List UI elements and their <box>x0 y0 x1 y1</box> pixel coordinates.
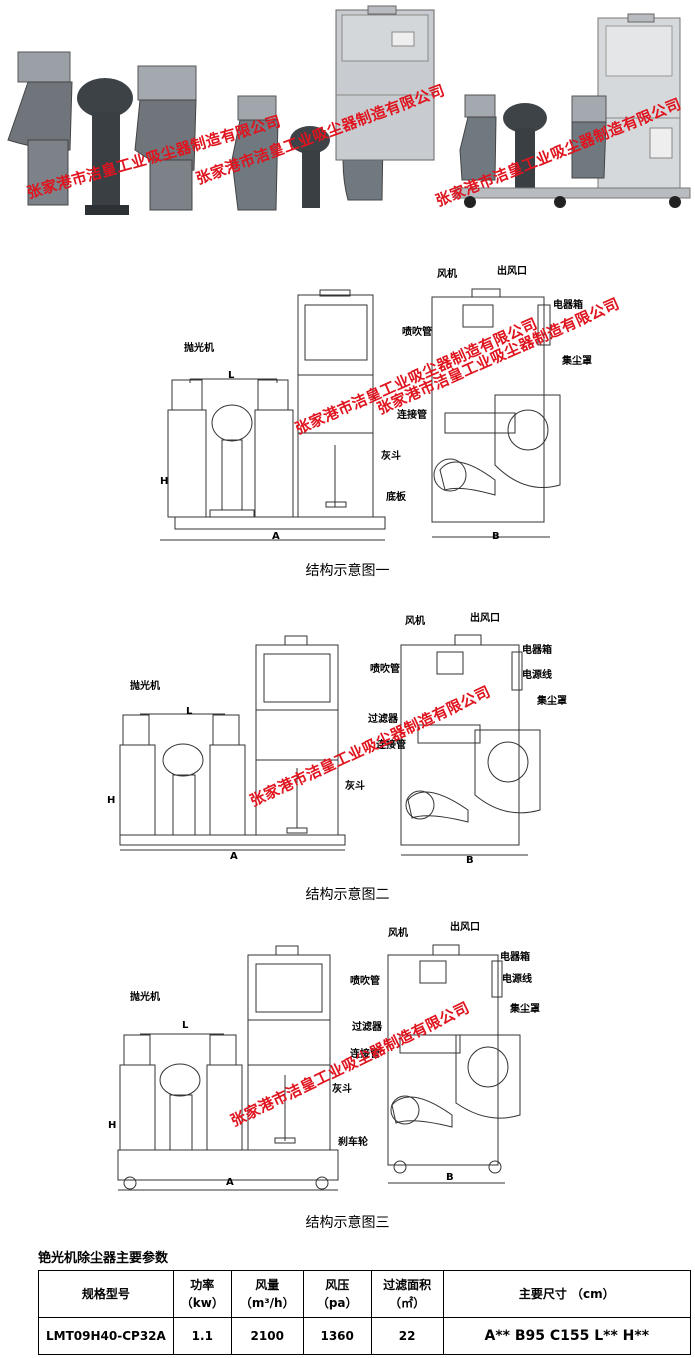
label-dim-h: H <box>160 476 169 487</box>
label-connect-pipe: 连接管 <box>376 740 406 751</box>
label-dim-a: A <box>226 1177 234 1188</box>
cell-model: LMT09H40-CP32A <box>38 1317 174 1355</box>
label-dim-a: A <box>230 851 238 862</box>
label-hood: 集尘罩 <box>510 1004 540 1015</box>
label-outlet: 出风口 <box>497 266 527 277</box>
polisher-photo-1 <box>7 51 197 215</box>
label-fan: 风机 <box>388 928 408 939</box>
label-fan: 风机 <box>405 616 425 627</box>
label-dim-b: B <box>446 1172 454 1183</box>
cell-pressure: 1360 <box>302 1317 372 1355</box>
label-blow-pipe: 喷吹管 <box>402 327 432 338</box>
label-blow-pipe: 喷吹管 <box>370 664 400 675</box>
label-ash: 灰斗 <box>381 451 401 462</box>
label-outlet: 出风口 <box>470 613 500 624</box>
header-power: 功率（kw） <box>172 1270 232 1318</box>
label-elec-box: 电器箱 <box>553 300 583 311</box>
label-dim-a: A <box>272 531 280 542</box>
label-polisher: 抛光机 <box>130 992 160 1003</box>
header-pressure: 风压（pa） <box>302 1270 372 1318</box>
params-header-row: 规格型号 功率（kw） 风量（m³/h） 风压（pa） 过滤面积（㎡） 主要尺寸… <box>38 1270 692 1318</box>
cell-power: 1.1 <box>172 1317 232 1355</box>
structure-diagram-3 <box>117 944 521 1191</box>
label-ash: 灰斗 <box>332 1084 352 1095</box>
label-dim-b: B <box>492 531 500 542</box>
header-model: 规格型号 <box>38 1270 174 1318</box>
label-hood: 集尘罩 <box>562 356 592 367</box>
diagram-3-caption: 结构示意图三 <box>305 1215 390 1231</box>
label-filter: 过滤器 <box>368 714 398 725</box>
label-dim-l: L <box>182 1020 189 1031</box>
label-filter: 过滤器 <box>352 1022 382 1033</box>
label-blow-pipe: 喷吹管 <box>350 976 380 987</box>
label-dim-l: L <box>228 370 235 381</box>
structure-diagram-2 <box>119 634 541 856</box>
label-power-line: 电源线 <box>522 670 552 681</box>
polisher-photo-2 <box>231 5 435 211</box>
label-power-line: 电源线 <box>502 974 532 985</box>
table-row: LMT09H40-CP32A 1.1 2100 1360 22 A** B95 … <box>38 1317 692 1355</box>
label-dim-l: L <box>186 706 193 717</box>
label-fan: 风机 <box>437 269 457 280</box>
label-dim-h: H <box>107 795 116 806</box>
diagram-2-caption: 结构示意图二 <box>305 887 390 903</box>
cell-filter-area: 22 <box>370 1317 444 1355</box>
label-elec-box: 电器箱 <box>500 952 530 963</box>
label-polisher: 抛光机 <box>184 343 214 354</box>
label-brake: 刹车轮 <box>338 1137 368 1148</box>
label-polisher: 抛光机 <box>130 681 160 692</box>
header-airflow: 风量（m³/h） <box>230 1270 304 1318</box>
polisher-photo-3 <box>454 13 691 208</box>
label-elec-box: 电器箱 <box>522 645 552 656</box>
diagram-1-caption: 结构示意图一 <box>305 563 390 579</box>
label-ash: 灰斗 <box>345 781 365 792</box>
params-table: 规格型号 功率（kw） 风量（m³/h） 风压（pa） 过滤面积（㎡） 主要尺寸… <box>38 1270 692 1355</box>
label-dim-b: B <box>466 855 474 866</box>
label-connect-pipe: 连接管 <box>397 410 427 421</box>
label-connect-pipe: 连接管 <box>350 1049 380 1060</box>
header-dimensions: 主要尺寸 （cm） <box>442 1270 692 1318</box>
params-title: 铯光机除尘器主要参数 <box>38 1251 169 1266</box>
label-dim-h: H <box>108 1120 117 1131</box>
cell-dimensions: A** B95 C155 L** H** <box>442 1317 692 1355</box>
product-photo-strip <box>7 5 691 215</box>
label-base: 底板 <box>386 492 406 503</box>
cell-airflow: 2100 <box>230 1317 304 1355</box>
label-outlet: 出风口 <box>450 922 480 933</box>
structure-diagram-1 <box>160 288 561 541</box>
label-hood: 集尘罩 <box>537 696 567 707</box>
header-filter-area: 过滤面积（㎡） <box>370 1270 444 1318</box>
